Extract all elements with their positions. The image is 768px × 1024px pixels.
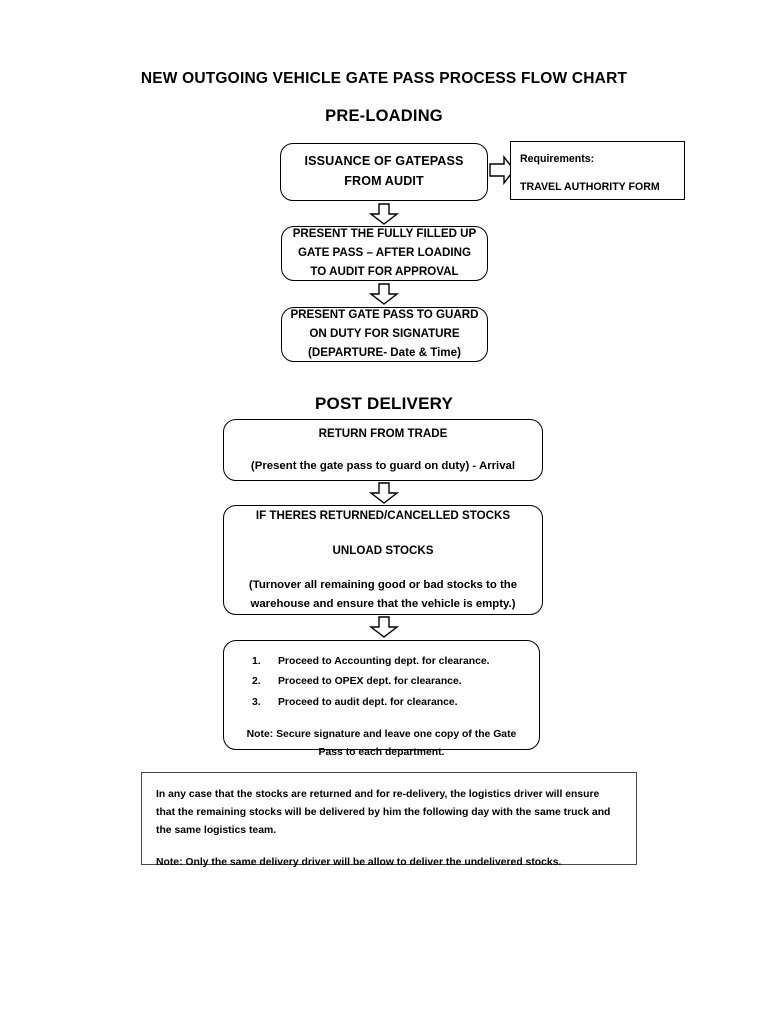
guard-line-2: ON DUTY FOR SIGNATURE [309, 327, 460, 341]
unload-line-2: UNLOAD STOCKS [332, 543, 434, 557]
list-item: 1. Proceed to Accounting dept. for clear… [252, 652, 539, 672]
list-item-number: 3. [252, 696, 261, 708]
process-box-present-filled-gate-pass: PRESENT THE FULLY FILLED UP GATE PASS – … [281, 226, 488, 281]
unload-line-3: (Turnover all remaining good or bad stoc… [248, 579, 518, 592]
unload-line-1: IF THERES RETURNED/CANCELLED STOCKS [255, 508, 511, 522]
issuance-line-1: ISSUANCE OF GATEPASS [304, 154, 464, 169]
page-title: NEW OUTGOING VEHICLE GATE PASS PROCESS F… [140, 70, 628, 87]
list-item-number: 1. [252, 656, 261, 667]
return-from-trade-detail: (Present the gate pass to guard on duty)… [250, 459, 516, 472]
list-item: 2. Proceed to OPEX dept. for clearance. [252, 672, 539, 692]
requirements-label: Requirements: [520, 153, 595, 165]
list-item: 3. Proceed to audit dept. for clearance. [252, 693, 539, 713]
footer-note-paragraph-2: Note: Only the same delivery driver will… [156, 856, 562, 868]
list-item-number: 2. [252, 676, 261, 688]
arrow-down-icon [369, 482, 399, 504]
process-box-return-from-trade: RETURN FROM TRADE (Present the gate pass… [223, 419, 543, 481]
process-box-issuance-of-gatepass: ISSUANCE OF GATEPASS FROM AUDIT [280, 143, 488, 201]
clearance-list: 1. Proceed to Accounting dept. for clear… [224, 652, 539, 713]
issuance-line-2: FROM AUDIT [344, 174, 424, 188]
guard-line-3: (DEPARTURE- Date & Time) [308, 345, 461, 359]
requirements-box: Requirements: TRAVEL AUTHORITY FORM [510, 141, 685, 200]
arrow-right-icon [489, 155, 515, 185]
list-item-label: Proceed to OPEX dept. for clearance. [278, 676, 462, 688]
footer-note-paragraph-1: In any case that the stocks are returned… [156, 789, 611, 837]
list-item-label: Proceed to audit dept. for clearance. [278, 696, 458, 708]
section-heading-post-delivery: POST DELIVERY [315, 394, 453, 413]
arrow-down-icon [369, 203, 399, 225]
process-box-clearance-steps: 1. Proceed to Accounting dept. for clear… [223, 640, 540, 758]
process-box-present-gate-pass-to-guard: PRESENT GATE PASS TO GUARD ON DUTY FOR S… [281, 307, 488, 362]
process-box-unload-stocks: IF THERES RETURNED/CANCELLED STOCKS UNLO… [223, 505, 543, 615]
unload-line-4: warehouse and ensure that the vehicle is… [250, 597, 516, 610]
arrow-down-icon [369, 283, 399, 305]
guard-line-1: PRESENT GATE PASS TO GUARD [290, 308, 479, 322]
present-filled-line-2: GATE PASS – AFTER LOADING [297, 246, 472, 260]
list-item-label: Proceed to Accounting dept. for clearanc… [278, 656, 490, 667]
present-filled-line-3: TO AUDIT FOR APPROVAL [310, 264, 459, 278]
clearance-note-line-2: Pass to each department. [318, 747, 445, 759]
return-from-trade-title: RETURN FROM TRADE [318, 426, 448, 440]
clearance-note-line-1: Note: Secure signature and leave one cop… [246, 728, 517, 740]
arrow-down-icon [369, 616, 399, 638]
requirements-value: TRAVEL AUTHORITY FORM [520, 180, 660, 193]
present-filled-line-1: PRESENT THE FULLY FILLED UP [292, 227, 477, 241]
section-heading-pre-loading: PRE-LOADING [325, 107, 443, 125]
footer-note-box: In any case that the stocks are returned… [141, 772, 637, 868]
